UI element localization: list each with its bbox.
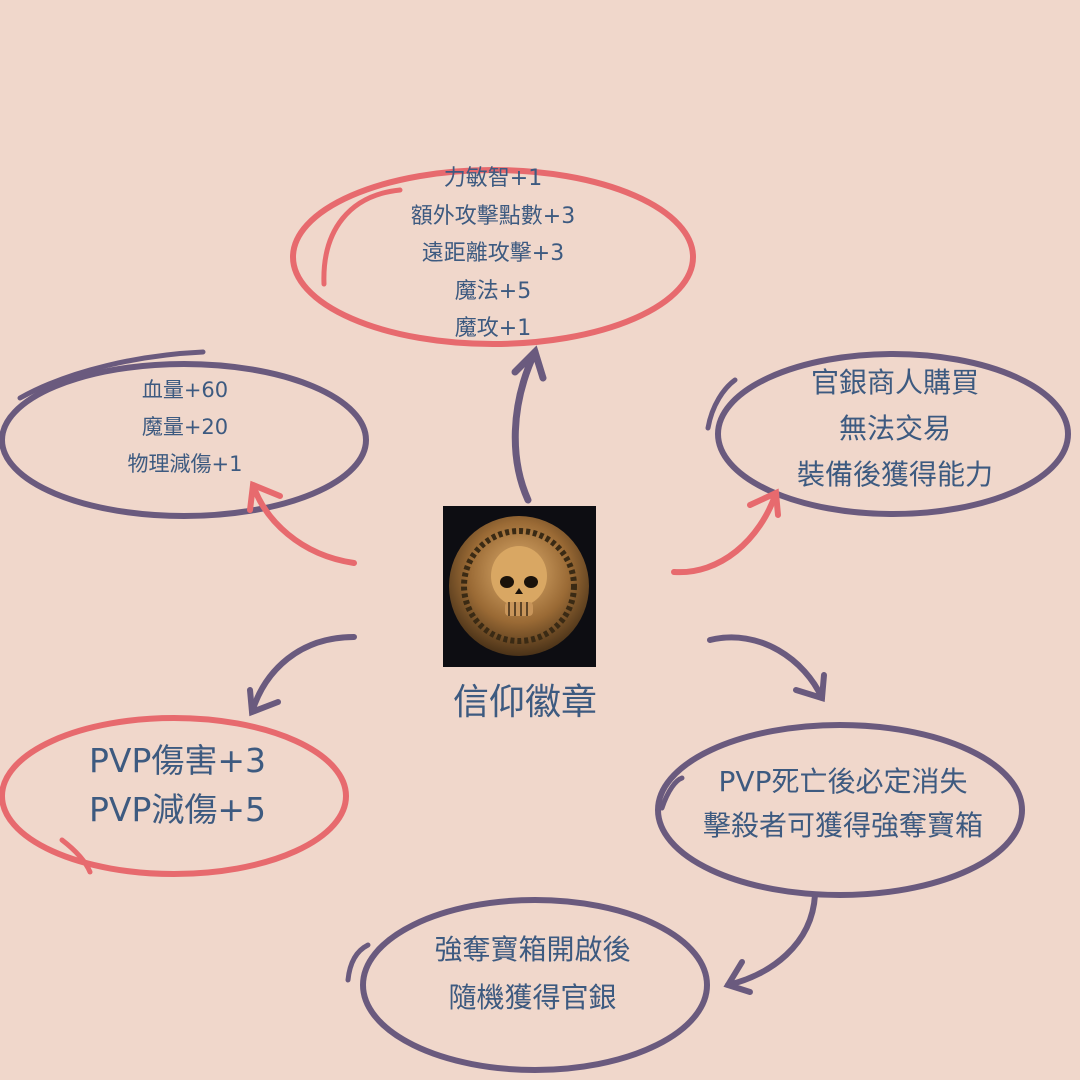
node-bottom-left-line: PVP減傷+5 [88, 790, 267, 829]
node-left-line: 血量+60 [141, 378, 229, 402]
arrow-to-bottom [723, 892, 818, 995]
node-right-line: 官銀商人購買 [810, 366, 979, 399]
node-bottom-left: PVP傷害+3 PVP減傷+5 [50, 736, 305, 834]
arrow-to-top [511, 345, 547, 504]
node-top-line: 遠距離攻擊+3 [421, 241, 565, 266]
faith-badge-image [443, 506, 596, 667]
arrow-to-bottom-left [247, 634, 357, 717]
node-bottom-line: 強奪寶箱開啟後 [434, 933, 631, 966]
node-left-line: 物理減傷+1 [127, 452, 243, 476]
arrow-to-bottom-right [707, 634, 827, 702]
node-bottom-line: 隨機獲得官銀 [448, 981, 617, 1014]
node-right-line: 無法交易 [838, 412, 951, 445]
node-bottom-right: PVP死亡後必定消失 擊殺者可獲得強奪寶箱 [668, 760, 1018, 848]
ellipse-bottom-right [655, 722, 1025, 898]
node-bottom-right-line: PVP死亡後必定消失 [718, 765, 968, 798]
ellipse-top [290, 167, 696, 347]
node-right-line: 裝備後獲得能力 [796, 458, 993, 491]
node-right: 官銀商人購買 無法交易 裝備後獲得能力 [760, 360, 1030, 498]
skull-coin-icon [449, 516, 589, 656]
center-title: 信仰徽章 [452, 682, 597, 723]
node-left-line: 魔量+20 [141, 415, 229, 439]
ellipse-right [705, 351, 1071, 517]
node-bottom-right-line: 擊殺者可獲得強奪寶箱 [702, 809, 983, 842]
node-left: 血量+60 魔量+20 物理減傷+1 [85, 372, 285, 483]
arrow-to-left [247, 480, 357, 566]
node-top-line: 魔攻+1 [454, 316, 532, 341]
node-top-line: 魔法+5 [454, 278, 532, 304]
node-top-line: 力敏智+1 [443, 166, 543, 191]
node-bottom-left-line: PVP傷害+3 [88, 741, 267, 780]
node-bottom: 強奪寶箱開啟後 隨機獲得官銀 [400, 926, 665, 1022]
arrow-to-right [671, 488, 781, 576]
ellipse-bottom [345, 897, 710, 1073]
ellipse-bottom-left [0, 715, 349, 877]
ellipse-left [0, 349, 369, 519]
node-top-line: 額外攻擊點數+3 [410, 203, 576, 229]
node-top: 力敏智+1 額外攻擊點數+3 遠距離攻擊+3 魔法+5 魔攻+1 [343, 160, 643, 348]
